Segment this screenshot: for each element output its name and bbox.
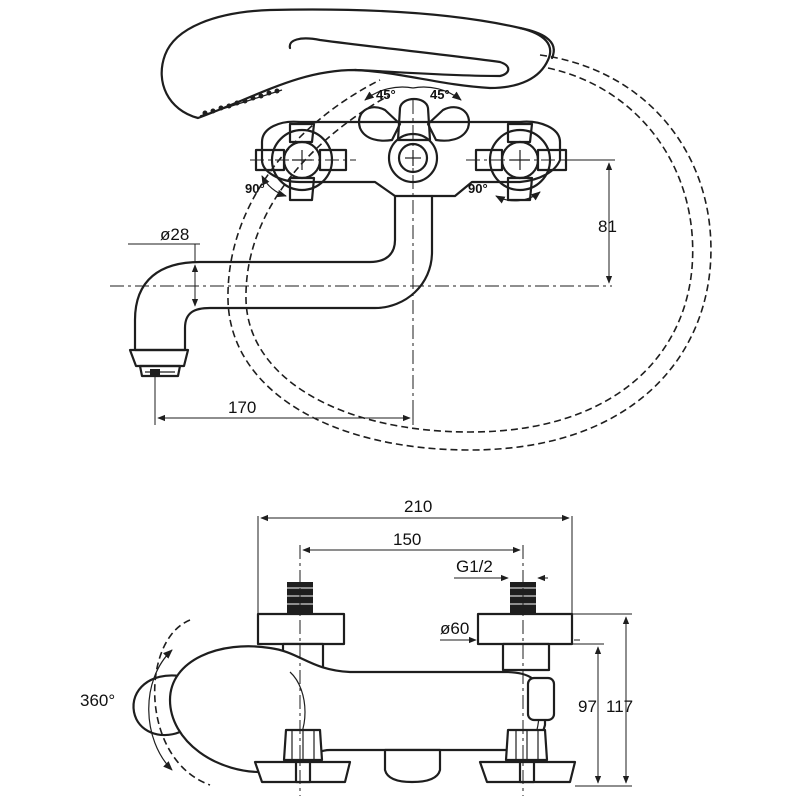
dim-centers: 150 [302, 530, 521, 554]
right-connector [501, 642, 551, 672]
dim-thread-label: G1/2 [456, 557, 493, 576]
dim-spout-diameter: ø28 [128, 225, 200, 307]
dim-escutcheon: ø60 [440, 619, 580, 644]
dim-height-inner-label: 97 [578, 697, 597, 716]
angle-left-handle-label: 90° [245, 181, 265, 196]
bath-spout [128, 194, 434, 378]
right-handle [474, 122, 568, 202]
rotation-arrow [148, 649, 173, 771]
spout-outlet-front [383, 748, 442, 784]
right-rotation-arc [495, 191, 541, 204]
left-rotation-arc [261, 175, 287, 198]
shower-hose [227, 54, 712, 451]
right-escutcheon [476, 612, 574, 646]
mixer-body-front [168, 645, 547, 774]
dim-spout-reach-label: 170 [228, 398, 256, 417]
left-valve-bottom [253, 728, 352, 784]
dim-height-outer-label: 117 [606, 697, 633, 716]
spray-holes [202, 88, 280, 116]
angle-diverter-right-label: 45° [430, 87, 450, 102]
angle-right-handle-label: 90° [468, 181, 488, 196]
dim-centers-label: 150 [393, 530, 421, 549]
dim-heights-front: 97 117 [549, 613, 633, 787]
hand-shower [160, 8, 555, 120]
dim-escutcheon-label: ø60 [440, 619, 469, 638]
dim-height-top-label: 81 [598, 217, 617, 236]
left-escutcheon [256, 612, 346, 646]
top-view: ø28 170 81 90° 90° 45° 45° [110, 8, 712, 451]
dim-thread: G1/2 [454, 557, 548, 582]
dim-total-width-label: 210 [404, 497, 432, 516]
dim-spout-reach: 170 [154, 376, 414, 425]
front-view: 210 150 G1/2 ø60 97 117 [80, 497, 633, 796]
dim-total-width: 210 [257, 497, 573, 614]
dim-height-top: 81 [560, 159, 617, 284]
shower-holder [132, 619, 211, 786]
angle-diverter-left-label: 45° [376, 87, 396, 102]
dim-spout-diameter-label: ø28 [160, 225, 189, 244]
mixer-body [260, 120, 562, 198]
dim-rotation-label: 360° [80, 691, 115, 710]
